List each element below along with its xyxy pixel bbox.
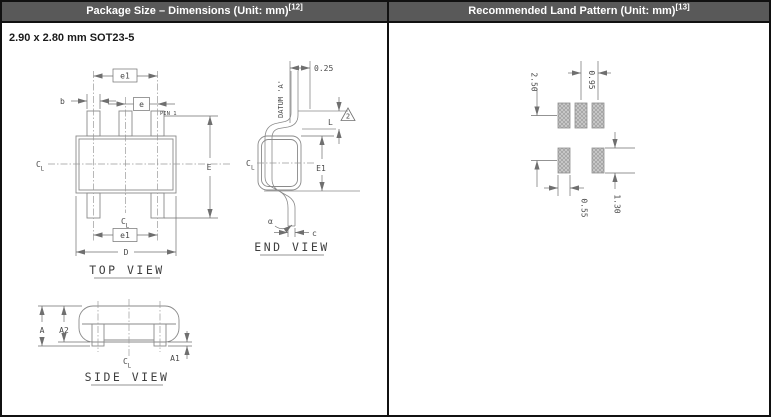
dim-label-E: E xyxy=(207,163,212,172)
package-dimensions-header: Package Size – Dimensions (Unit: mm)[12] xyxy=(2,2,387,23)
dim-c: c xyxy=(274,228,317,238)
centerline-symbol-c: C xyxy=(121,217,126,226)
dim-label-E1: E1 xyxy=(316,164,326,173)
dim-label-pitch: 0.95 xyxy=(587,70,596,89)
dim-label-pad-height: 1.30 xyxy=(613,194,622,213)
dim-A: A xyxy=(38,305,90,347)
centerline-symbol-c: C xyxy=(36,160,41,169)
land-pad xyxy=(591,147,605,174)
dim-label-e: e xyxy=(139,100,144,109)
package-size-subtitle: 2.90 x 2.80 mm SOT23-5 xyxy=(9,32,135,44)
dim-pitch: 0.95 xyxy=(568,61,611,100)
dim-label-b: b xyxy=(60,97,65,106)
land-pattern-header-title: Recommended Land Pattern (Unit: mm) xyxy=(468,5,676,17)
centerline-symbol: C L xyxy=(123,357,132,370)
top-view-drawing: C L C L PIN 1 e1 xyxy=(36,68,232,279)
dim-A2: A2 xyxy=(58,306,90,343)
centerline-symbol-l: L xyxy=(128,363,132,370)
dim-b: b xyxy=(60,94,116,109)
dim-label-row-spacing: 2.50 xyxy=(530,72,539,91)
dim-pad-height: 1.30 xyxy=(605,132,635,214)
dim-label-A: A xyxy=(40,326,45,335)
dim-label-c: c xyxy=(312,229,317,238)
dim-e1-top: e1 xyxy=(93,68,158,83)
dim-label-D: D xyxy=(124,248,129,257)
package-dimensions-header-title: Package Size – Dimensions (Unit: mm) xyxy=(86,5,289,17)
flag-note-label: 2 xyxy=(346,113,350,121)
land-pattern-header: Recommended Land Pattern (Unit: mm)[13] xyxy=(389,2,769,23)
dim-E1: E1 xyxy=(264,135,360,192)
dim-label-L: L xyxy=(328,118,333,127)
land-pattern-column: Recommended Land Pattern (Unit: mm)[13] xyxy=(389,2,769,415)
side-view-title: SIDE VIEW xyxy=(85,370,170,384)
package-drawing-svg: C L C L PIN 1 e1 xyxy=(36,61,360,386)
land-pads xyxy=(557,102,605,174)
centerline-symbol-l: L xyxy=(41,166,45,173)
dim-A1: A1 xyxy=(168,331,192,363)
dim-e1-bottom: e1 xyxy=(93,228,158,242)
centerline-symbol: C L xyxy=(121,217,130,230)
datum-flag-2: 2 xyxy=(340,107,356,121)
dim-e: e xyxy=(108,97,175,111)
dim-pad-width: 0.55 xyxy=(544,175,589,218)
land-pad xyxy=(557,102,571,129)
package-dimensions-footnote-ref: [12] xyxy=(288,2,303,12)
land-pattern-svg: 0.95 2.50 0.55 xyxy=(530,61,635,218)
dim-label-e1-bottom: e1 xyxy=(120,231,130,240)
dim-label-e1-top: e1 xyxy=(120,72,130,81)
dim-label-025: 0.25 xyxy=(314,64,333,73)
top-view-centerlines xyxy=(48,71,232,241)
top-view-title: TOP VIEW xyxy=(89,263,164,277)
end-view-title: END VIEW xyxy=(254,240,329,254)
dim-label-pad-width: 0.55 xyxy=(580,198,589,217)
package-dimensions-column: Package Size – Dimensions (Unit: mm)[12]… xyxy=(2,2,389,415)
centerline-symbol-l: L xyxy=(251,165,255,172)
dim-row-spacing: 2.50 xyxy=(530,72,557,187)
dim-label-A2: A2 xyxy=(59,326,69,335)
land-pattern-footnote-ref: [13] xyxy=(675,2,690,12)
centerline-symbol-c: C xyxy=(123,357,128,366)
side-view-centerlines xyxy=(97,299,161,357)
land-pad xyxy=(557,147,571,174)
land-pad xyxy=(591,102,605,129)
datum-a-label: DATUM 'A' xyxy=(277,80,285,118)
land-pattern-body: 0.95 2.50 0.55 xyxy=(389,23,769,415)
package-dimensions-body: 2.90 x 2.80 mm SOT23-5 xyxy=(2,23,387,415)
end-view-drawing: 0.25 DATUM 'A' L 2 xyxy=(246,61,360,256)
dim-label-alpha: α xyxy=(268,217,273,226)
dim-alpha: α xyxy=(268,217,293,233)
land-pad xyxy=(574,102,588,129)
top-view-body xyxy=(75,110,177,219)
centerline-symbol-l: L xyxy=(126,223,130,230)
side-view-drawing: C L A A xyxy=(38,299,192,386)
centerline-symbol-c: C xyxy=(246,159,251,168)
pin1-label: PIN 1 xyxy=(160,111,177,117)
dim-L: L xyxy=(298,97,348,144)
centerline-symbol: C L xyxy=(246,159,316,172)
dim-offset-025: 0.25 xyxy=(290,64,333,73)
dim-label-A1: A1 xyxy=(170,354,180,363)
dim-D: D xyxy=(75,196,177,257)
dim-E: E xyxy=(164,115,218,219)
centerline-symbol: C L xyxy=(36,160,45,173)
